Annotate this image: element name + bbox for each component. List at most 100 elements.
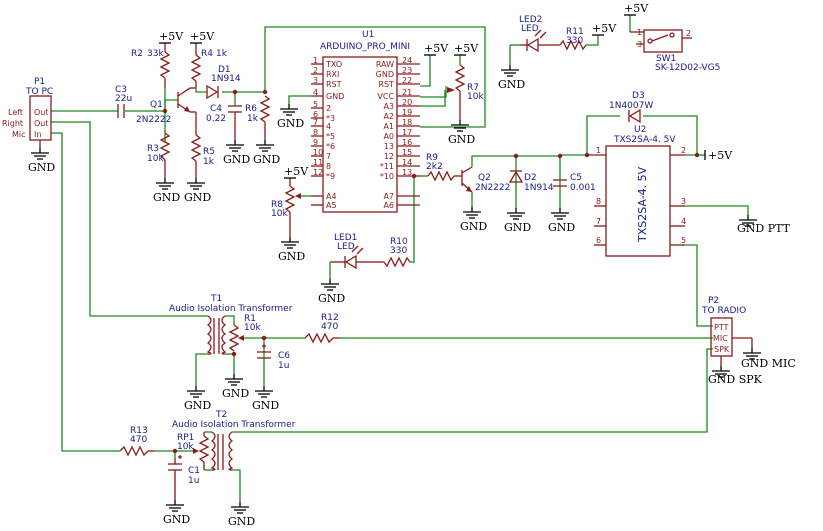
d2-ref: D2 (524, 173, 537, 183)
vcc-label: +5V (454, 42, 479, 55)
r13-ref: R13 (130, 426, 148, 436)
gnd-label: GND (252, 399, 279, 412)
gnd-label: GND (228, 515, 255, 528)
r3-value: 10k (147, 154, 164, 164)
diode-d1 (206, 84, 219, 100)
c1-value: 1u (188, 476, 199, 486)
u1-right-pin-2: GND (376, 70, 394, 79)
t2-value: Audio Isolation Transformer (172, 420, 296, 430)
p2-value: TO RADIO (701, 306, 746, 316)
gnd-spk-label: GND SPK (708, 373, 763, 386)
p1-ref: P1 (34, 77, 45, 87)
transformer-t2 (210, 431, 234, 471)
led-led2 (509, 29, 560, 65)
d2-value: 1N914 (524, 183, 554, 193)
u1-left-pin-3: RST (326, 80, 342, 89)
transistor-q2 (461, 166, 473, 193)
sw1-pin-1: 1 (637, 28, 642, 37)
t1-ref: T1 (210, 294, 222, 304)
gnd-label: GND (498, 78, 525, 91)
r4-ref: R4 (201, 49, 213, 59)
p1-side-right: Right (2, 119, 23, 128)
t2-ref: T2 (215, 410, 227, 420)
r2-ref: R2 (131, 49, 143, 59)
arduino-u1 (311, 56, 420, 213)
u1-right-pin-num-5: 20 (402, 98, 412, 107)
gnd-label: GND (504, 221, 531, 234)
r5-value: 1k (203, 157, 215, 167)
ground-symbol: GND (153, 178, 180, 204)
led1-ref: LED1 (334, 233, 357, 243)
u2-pin-3: 3 (681, 197, 686, 206)
switch-sw1 (630, 29, 692, 53)
vcc-label: +5V (190, 30, 215, 43)
r1-ref: R1 (244, 314, 256, 324)
u1-left-pin-9: *6 (326, 142, 335, 151)
u1-left-pin-14: A5 (326, 201, 337, 210)
u1-left-pin-6: *3 (326, 114, 335, 123)
sw1-value: SK-12D02-VG5 (655, 63, 720, 73)
u1-value: ARDUINO_PRO_MINI (320, 42, 410, 52)
u1-right-pin-num-11: 14 (402, 158, 412, 167)
resistor-r5 (190, 112, 202, 178)
gnd-label: GND (184, 191, 211, 204)
c6-value: 1u (278, 361, 289, 371)
vcc-label: +5V (284, 165, 309, 178)
u1-left-pin-2: RXI (326, 70, 339, 79)
p1-side-mic: Mic (12, 130, 26, 139)
resistor-r9 (427, 170, 462, 182)
transformer-t1 (206, 315, 227, 355)
led-led1 (330, 245, 372, 270)
resistor-r10 (372, 256, 411, 268)
gnd-label: GND (253, 153, 280, 166)
u2-pin-7: 7 (596, 217, 601, 226)
r11-value: 330 (566, 36, 583, 46)
q1-value: 2N2222 (136, 115, 171, 125)
c4-value: 0.22 (206, 114, 226, 124)
u1-right-pin-num-8: 17 (402, 128, 412, 137)
diode-d3 (628, 108, 641, 124)
u1-right-pin-num-4: 21 (402, 88, 412, 97)
vcc-label: +5V (592, 22, 617, 35)
connector-p1 (29, 95, 52, 148)
p2-pin-ptt: PTT (714, 323, 729, 332)
gnd-label: GND (163, 513, 190, 526)
u1-right-pin-10: 12 (384, 152, 394, 161)
u1-right-pin-5: A3 (383, 102, 394, 111)
ground-symbol: GND (184, 386, 211, 412)
u1-left-pin-num-7: 7 (313, 118, 318, 127)
power-symbol: +5V (624, 2, 649, 16)
ground-symbol: GND (460, 207, 487, 233)
d3-ref: D3 (632, 91, 645, 101)
u1-right-pin-8: A0 (383, 132, 394, 141)
c6-ref: C6 (278, 351, 290, 361)
gnd-label: GND (277, 117, 304, 130)
u1-right-pin-13: A7 (383, 192, 394, 201)
gnd-label: GND (28, 161, 55, 174)
r5-ref: R5 (203, 147, 215, 157)
c3-value: 22u (115, 94, 132, 104)
u1-right-pin-12: *10 (380, 172, 394, 181)
u2-pin-2: 2 (681, 146, 686, 155)
vcc-label: +5V (424, 42, 449, 55)
sw1-ref: SW1 (656, 54, 676, 64)
u1-left-pin-num-9: 9 (313, 138, 318, 147)
ground-symbol: GND (228, 502, 255, 528)
u1-right-pin-11: *11 (380, 162, 394, 171)
power-symbol: +5V (190, 30, 215, 44)
u1-left-pin-num-6: 6 (313, 110, 318, 119)
c5-ref: C5 (570, 173, 582, 183)
u1-right-pin-1: RAW (376, 60, 394, 69)
r7-value: 10k (467, 92, 484, 102)
ground-symbol: GND (548, 208, 575, 234)
transistor-q1 (177, 87, 196, 113)
vcc-label: +5V (708, 149, 733, 162)
u1-left-pin-5: 2 (326, 104, 331, 113)
capacitor-c1 (168, 455, 182, 500)
wires (51, 15, 749, 502)
u1-left-pin-8: *5 (326, 132, 335, 141)
u1-right-pin-num-3: 22 (402, 76, 412, 85)
u1-right-pin-num-10: 15 (402, 148, 412, 157)
u1-right-pin-4: VCC (377, 92, 394, 101)
